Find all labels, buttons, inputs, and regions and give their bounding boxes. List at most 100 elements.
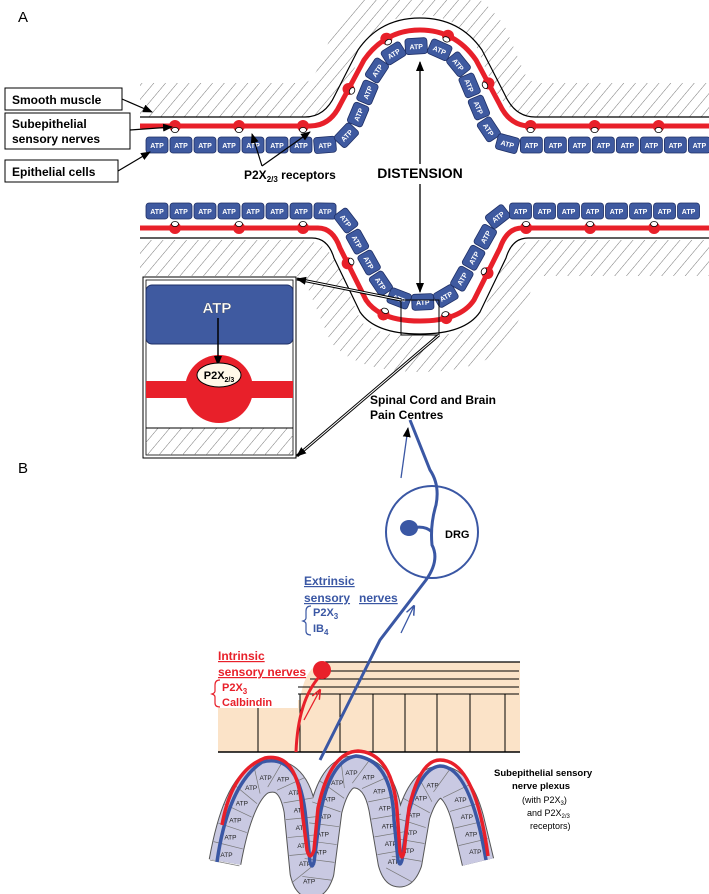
atp-label: ATP [288, 790, 300, 797]
extrinsic-nerves-label: Extrinsic sensory nerves P2X3 IB4 [301, 574, 398, 637]
label-text: (with P2X3) [522, 795, 567, 807]
atp-label: ATP [693, 143, 707, 150]
smooth-muscle-hatching [140, 0, 709, 117]
p2x-receptor [481, 77, 495, 90]
epithelial-cell: ATP [411, 293, 435, 311]
epithelial-cell: ATP [368, 270, 393, 297]
atp-label: ATP [454, 797, 466, 804]
epithelial-cell: ATP [193, 202, 217, 220]
atp-label: ATP [198, 143, 212, 150]
atp-label: ATP [462, 78, 474, 93]
sensory-nerve-red [140, 225, 709, 324]
villus-epithelial-cell: ATP [287, 834, 318, 850]
epithelial-cell: ATP [265, 136, 289, 154]
label-text: P2X3 [313, 607, 339, 621]
brain-label: Pain Centres [370, 408, 444, 422]
muscle-boundary-line [140, 17, 709, 118]
p2x-receptors [169, 221, 661, 325]
label-text: receptors) [530, 821, 571, 831]
epithelial-cell: ATP [432, 284, 459, 308]
p2x-receptor [520, 221, 533, 234]
epithelial-cell: ATP [145, 136, 169, 154]
p2x-receptor [233, 120, 245, 133]
atp-label: ATP [573, 143, 587, 150]
brace-icon [301, 605, 312, 636]
p2x-receptor [441, 29, 454, 43]
atp-label: ATP [408, 812, 420, 819]
distension-label: DISTENSION [377, 165, 463, 181]
atp-label: ATP [538, 209, 552, 216]
epithelial-cell: ATP [485, 204, 511, 229]
label-text: Calbindin [222, 697, 272, 709]
p2x-receptor [297, 120, 309, 133]
atp-label: ATP [246, 209, 260, 216]
atp-label: ATP [224, 835, 236, 842]
atp-label: ATP [597, 143, 611, 150]
villus-epithelial-cell: ATP [403, 796, 430, 814]
atp-label: ATP [658, 209, 672, 216]
atp-label: ATP [297, 843, 309, 850]
atp-label: ATP [303, 878, 315, 885]
inset-detail: ATP P2X2/3 [142, 276, 297, 459]
epithelial-cell: ATP [347, 101, 370, 128]
epithelial-cell: ATP [495, 133, 520, 154]
drg-label: DRG [445, 529, 469, 541]
atp-label: ATP [549, 143, 563, 150]
atp-label: ATP [345, 770, 357, 777]
label-text: Smooth muscle [12, 93, 102, 107]
atp-label: ATP [294, 143, 308, 150]
atp-label: ATP [294, 209, 308, 216]
atp-label: ATP [469, 849, 481, 856]
atp-label: ATP [246, 143, 260, 150]
epithelial-cell: ATP [313, 202, 337, 220]
epithelial-cell: ATP [145, 202, 169, 220]
atp-label: ATP [174, 143, 188, 150]
intrinsic-nerves-label: Intrinsic sensory nerves P2X3 Calbindin [210, 649, 306, 709]
epithelial-cell: ATP [476, 116, 501, 143]
p2x-receptor [480, 267, 494, 280]
epithelial-cell: ATP [677, 202, 700, 220]
muscle-layers [218, 661, 520, 753]
epithelial-cell: ATP [446, 51, 471, 78]
villus-epithelial-cell [302, 876, 333, 881]
inset-receptor-label: P2X2/3 [204, 370, 235, 384]
plexus-label: Subepithelial sensory nerve plexus (with… [494, 768, 593, 831]
p2x-receptor [524, 120, 537, 133]
p2x-receptor [169, 221, 181, 234]
epithelial-cell: ATP [241, 136, 265, 154]
atp-label: ATP [363, 85, 375, 100]
label-text: P2X2/3 receptors [244, 168, 336, 184]
epithelial-cell: ATP [169, 136, 193, 154]
atp-label: ATP [388, 859, 400, 866]
villus-epithelial-cell: ATP [352, 758, 375, 784]
villus-epithelial-cell: ATP [312, 796, 341, 813]
villus-epithelial-cell: ATP [283, 797, 314, 814]
atp-label: ATP [416, 300, 430, 308]
epithelial-cell: ATP [467, 94, 491, 121]
p2x-receptor [588, 120, 601, 133]
atp-label: ATP [198, 209, 212, 216]
label-text: Extrinsic [304, 574, 355, 588]
epithelial-cell: ATP [426, 38, 453, 62]
drg-ganglion [385, 485, 479, 579]
epithelial-cell: ATP [404, 37, 428, 55]
p2x-receptor [341, 257, 355, 270]
atp-label: ATP [220, 852, 232, 859]
brace-icon [210, 679, 221, 708]
atp-label: ATP [150, 209, 164, 216]
label-text: Intrinsic [218, 649, 265, 663]
epithelial-cell: ATP [653, 202, 676, 220]
atp-label: ATP [319, 814, 331, 821]
atp-label: ATP [331, 780, 343, 787]
atp-label: ATP [317, 832, 329, 839]
atp-label: ATP [586, 209, 600, 216]
atp-label: ATP [621, 143, 635, 150]
atp-label: ATP [610, 209, 624, 216]
label-text: Subepithelial sensory [494, 768, 593, 779]
atp-label: ATP [222, 209, 236, 216]
atp-label: ATP [315, 850, 327, 857]
